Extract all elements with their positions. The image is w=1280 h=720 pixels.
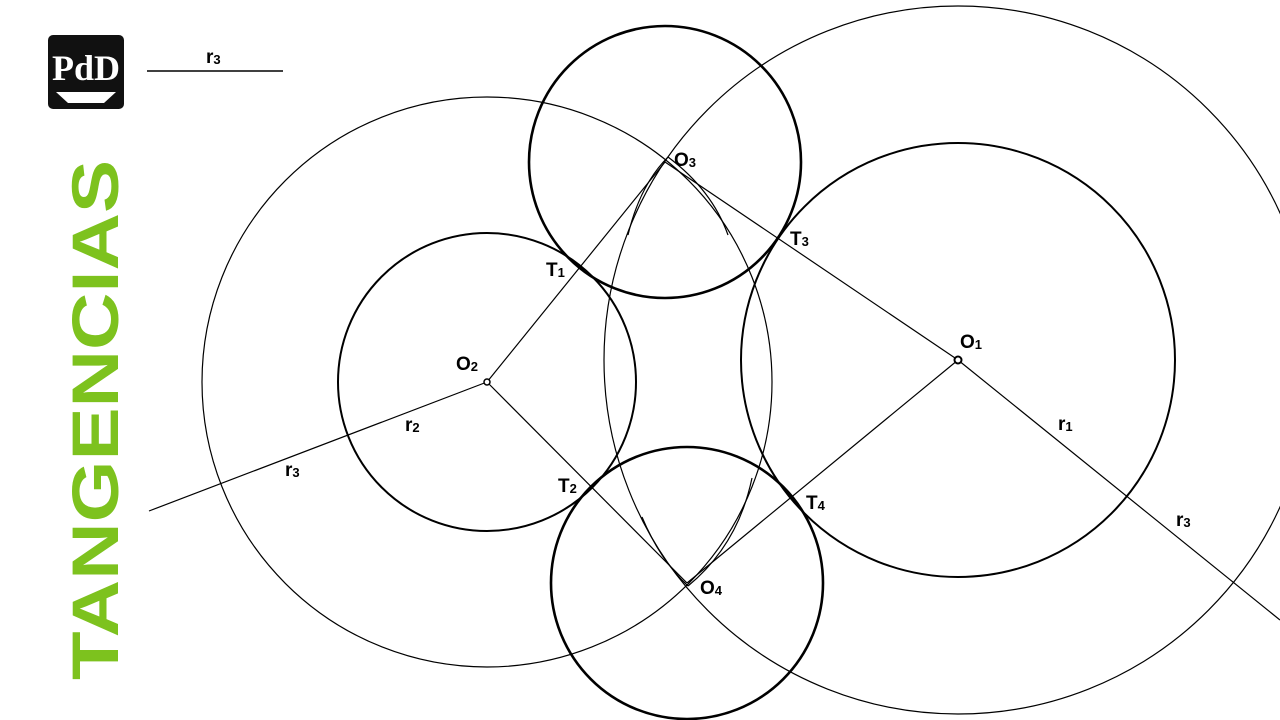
logo-emblem	[56, 92, 116, 103]
radius-line-left	[148, 381, 488, 512]
center-o1	[953, 355, 963, 365]
label-t1: T1	[546, 260, 565, 281]
page-title: TANGENCIAS	[58, 160, 132, 680]
circle-o1	[740, 142, 1176, 578]
circle-o2	[337, 232, 637, 532]
line-o3-o1	[664, 161, 959, 361]
arc-o4-left	[641, 516, 689, 587]
label-t4: T4	[806, 493, 826, 514]
construction-circle-o1	[603, 5, 1280, 715]
label-o2: O2	[456, 354, 478, 375]
label-r2: r2	[405, 415, 420, 436]
label-o1: O1	[960, 332, 982, 353]
line-o2-o4	[486, 381, 688, 584]
arc-o3-right	[667, 156, 729, 236]
center-o2	[483, 378, 491, 386]
logo-text: PdD	[52, 48, 120, 88]
solution-circle-o3	[527, 24, 803, 300]
label-r3-left: r3	[285, 460, 300, 481]
arc-o4-right	[687, 477, 753, 587]
radius-legend: r3	[147, 47, 283, 72]
label-r3-right: r3	[1176, 510, 1191, 531]
arc-o3-left	[627, 156, 669, 236]
label-t3: T3	[790, 229, 809, 250]
label-o3: O3	[674, 150, 696, 171]
label-r1: r1	[1058, 414, 1073, 435]
line-o4-o1	[686, 359, 959, 584]
construction-circle-o2	[201, 96, 773, 668]
label-t2: T2	[558, 476, 577, 497]
radius-legend-label: r3	[206, 47, 221, 68]
radius-line-right	[957, 359, 1280, 621]
line-o2-o3	[486, 161, 666, 383]
logo-background	[48, 35, 124, 109]
pdd-logo: PdD	[48, 35, 124, 109]
label-o4: O4	[700, 578, 723, 599]
solution-circle-o4	[549, 445, 825, 720]
